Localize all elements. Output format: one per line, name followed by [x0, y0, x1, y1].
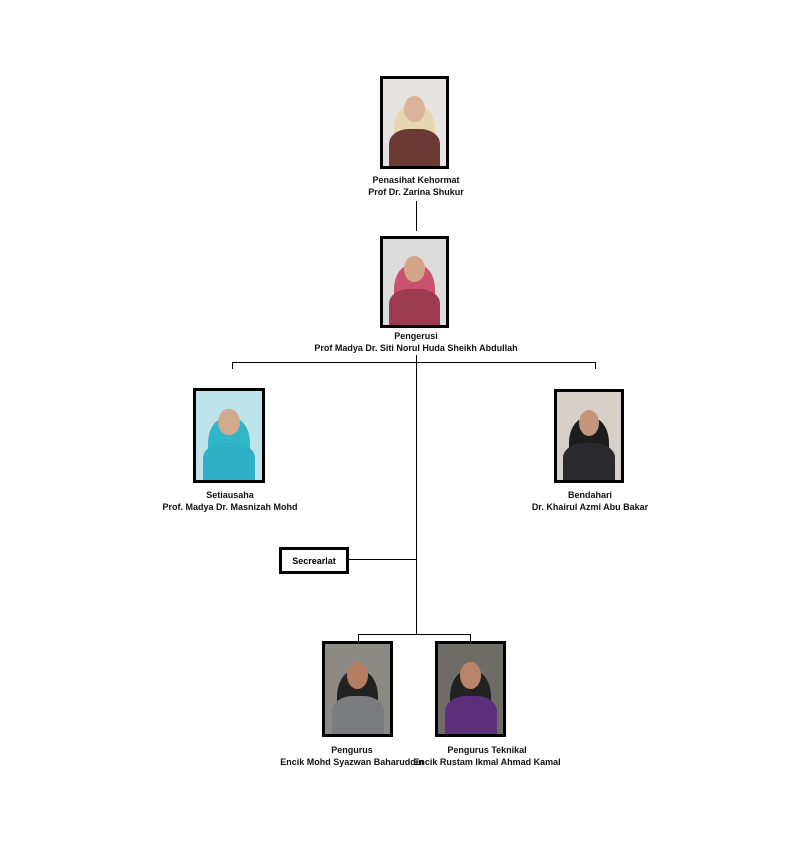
member-photo	[322, 641, 393, 737]
connector	[416, 355, 417, 635]
connector	[349, 559, 417, 560]
member-role: Setiausaha	[206, 490, 254, 500]
connector	[358, 634, 359, 641]
connector	[232, 362, 596, 363]
member-name: Encik Rustam Ikmal Ahmad Kamal	[413, 756, 561, 767]
member-name: Encik Mohd Syazwan Baharuddin	[280, 756, 424, 767]
member-name: Prof Madya Dr. Siti Norul Huda Sheikh Ab…	[314, 342, 518, 353]
member-photo	[435, 641, 506, 737]
connector	[358, 634, 471, 635]
connector	[416, 201, 417, 231]
secretariat-label: Secrearlat	[292, 555, 336, 566]
member-role: Pengurus	[331, 745, 373, 755]
member-photo	[193, 388, 265, 483]
connector	[232, 362, 233, 369]
member-photo	[380, 236, 449, 328]
member-role: Pengerusi	[394, 331, 438, 341]
connector	[470, 634, 471, 641]
member-name: Prof Dr. Zarina Shukur	[368, 186, 464, 197]
member-role: Pengurus Teknikal	[447, 745, 527, 755]
secretariat-box: Secrearlat	[279, 547, 349, 574]
member-name: Dr. Khairul Azmi Abu Bakar	[531, 501, 649, 512]
member-role: Penasihat Kehormat	[372, 175, 460, 185]
member-photo	[380, 76, 449, 169]
connector	[595, 362, 596, 369]
member-photo	[554, 389, 624, 483]
member-name: Prof. Madya Dr. Masnizah Mohd	[162, 501, 298, 512]
member-role: Bendahari	[567, 490, 612, 500]
